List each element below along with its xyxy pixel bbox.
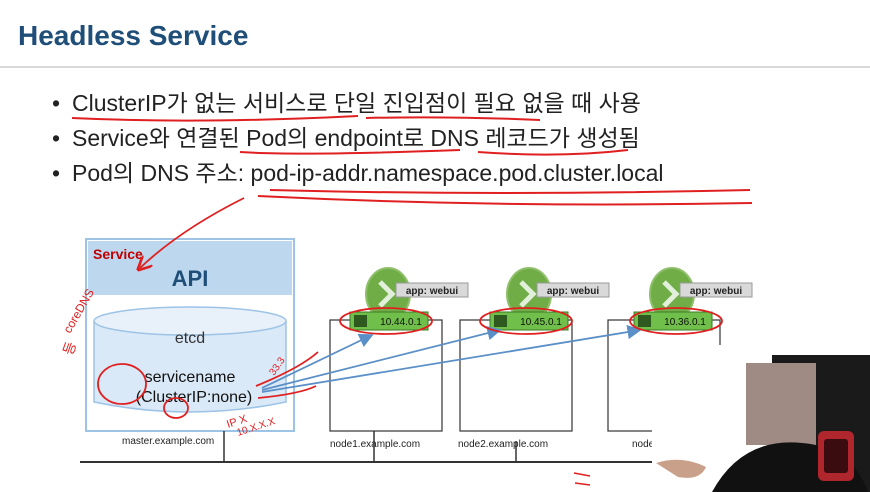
pod-app-label: app: webui	[690, 286, 742, 297]
bullet-list: ClusterIP가 없는 서비스로 단일 진입점이 필요 없을 때 사용 Se…	[52, 86, 664, 191]
blurred-face	[746, 363, 816, 445]
pod-ip-label: 10.36.0.1	[664, 317, 706, 328]
bullet-item: Service와 연결된 Pod의 endpoint로 DNS 레코드가 생성됨	[52, 121, 664, 156]
worker-node-2: app: webui 10.45.0.1 node2.example.com	[458, 267, 610, 450]
chip-icon	[354, 315, 367, 327]
chip-icon	[494, 315, 507, 327]
node-host-label: node1.example.com	[330, 439, 420, 450]
api-label: API	[172, 266, 209, 291]
bullet-item: Pod의 DNS 주소: pod-ip-addr.namespace.pod.c…	[52, 156, 664, 191]
pod-ip-label: 10.44.0.1	[380, 317, 422, 328]
deung-annotation: 등	[60, 339, 79, 357]
title-divider	[0, 66, 870, 68]
handwriting-underlines	[71, 115, 753, 206]
presenter-video	[652, 345, 870, 492]
pod-app-label: app: webui	[547, 286, 599, 297]
service-label: Service	[93, 246, 143, 262]
chip-icon	[638, 315, 651, 327]
endpoint-arrows	[261, 324, 642, 393]
node-host-label: node2.example.com	[458, 439, 548, 450]
handwriting-mark	[573, 472, 591, 486]
bullet-item: ClusterIP가 없는 서비스로 단일 진입점이 필요 없을 때 사용	[52, 86, 664, 121]
clusterip-label: (ClusterIP:none)	[136, 389, 253, 406]
master-host-label: master.example.com	[122, 436, 214, 447]
servicename-label: servicename	[145, 369, 236, 386]
slide-title: Headless Service	[18, 20, 249, 51]
etcd-label: etcd	[175, 330, 205, 347]
pod-app-label: app: webui	[406, 286, 458, 297]
handwriting-annotations	[97, 197, 723, 419]
worker-node-1: app: webui 10.44.0.1 node1.example.com	[329, 267, 469, 450]
master-node: Service API etcd servicename (ClusterIP:…	[85, 238, 295, 447]
pod-ip-label: 10.45.0.1	[520, 317, 562, 328]
